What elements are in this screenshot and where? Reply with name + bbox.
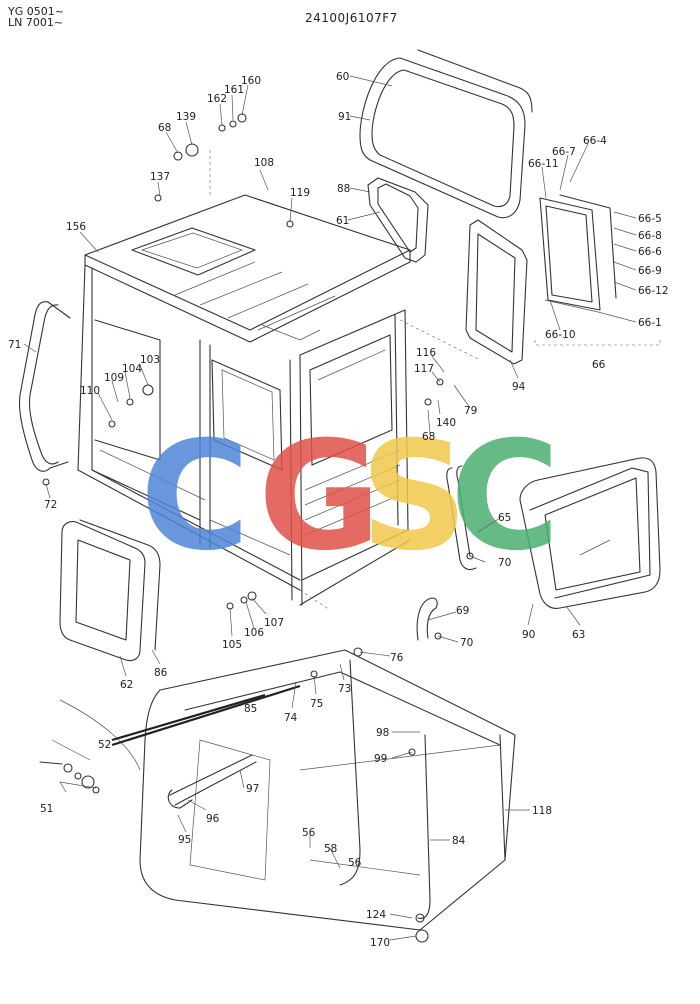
callout-88: 88 (337, 183, 350, 195)
callout-99: 99 (374, 753, 387, 765)
callout-66-8: 66-8 (638, 230, 662, 242)
callout-66: 66 (592, 359, 606, 371)
callout-66-5: 66-5 (638, 213, 662, 225)
callout-98: 98 (376, 727, 389, 739)
callout-68-mid: 68 (422, 431, 435, 443)
leader-85-a (111, 693, 266, 742)
callout-70-lower: 70 (460, 637, 473, 649)
small-side-glass (367, 177, 429, 263)
callout-104: 104 (122, 363, 142, 375)
callout-63: 63 (572, 629, 585, 641)
watermark-letter-g: G (258, 410, 381, 584)
callout-51: 51 (40, 803, 53, 815)
hardware-bolts (42, 113, 474, 943)
leader-85-b (111, 684, 301, 747)
callout-66-6: 66-6 (638, 246, 662, 258)
watermark-letter-c: C (140, 410, 250, 584)
callout-66-1: 66-1 (638, 317, 662, 329)
callout-68-top: 68 (158, 122, 171, 134)
callout-110: 110 (80, 385, 100, 397)
callout-56-upper: 56 (302, 827, 316, 839)
callout-66-12: 66-12 (638, 285, 669, 297)
callout-97: 97 (246, 783, 259, 795)
callout-118: 118 (532, 805, 552, 817)
callout-170: 170 (370, 937, 390, 949)
cab-frame (77, 150, 481, 611)
watermark-letter-s: S (360, 410, 468, 584)
callout-156: 156 (66, 221, 86, 233)
callout-66-11: 66-11 (528, 158, 559, 170)
callout-labels: 60 91 88 61 94 66-4 66-7 66-11 66-5 66-8… (8, 71, 669, 949)
left-handrail (19, 301, 71, 472)
callout-66-4: 66-4 (583, 135, 607, 147)
right-handrail (446, 465, 477, 571)
serial-range-ln: LN 7001~ (8, 16, 64, 29)
callout-69: 69 (456, 605, 469, 617)
lock-parts-detail (39, 699, 141, 794)
watermark-letter-c-2: C (450, 410, 560, 584)
callout-73: 73 (338, 683, 351, 695)
callout-66-10: 66-10 (545, 329, 576, 341)
front-upper-glass (359, 49, 533, 219)
callout-65: 65 (498, 512, 511, 524)
serial-range-yg: YG 0501~ (8, 5, 64, 18)
callout-70-upper: 70 (498, 557, 511, 569)
callout-86: 86 (154, 667, 168, 679)
callout-161: 161 (224, 84, 244, 96)
callout-71: 71 (8, 339, 21, 351)
callout-76: 76 (390, 652, 404, 664)
callout-72: 72 (44, 499, 57, 511)
callout-108: 108 (254, 157, 274, 169)
callout-107: 107 (264, 617, 284, 629)
callout-103: 103 (140, 354, 160, 366)
callout-94: 94 (512, 381, 526, 393)
callout-56-lower: 56 (348, 857, 362, 869)
cgsc-watermark: C G S C (140, 410, 560, 584)
callout-90: 90 (522, 629, 535, 641)
callout-91: 91 (338, 111, 351, 123)
callout-139: 139 (176, 111, 196, 123)
callout-84: 84 (452, 835, 466, 847)
callout-58: 58 (324, 843, 337, 855)
callout-124: 124 (366, 909, 386, 921)
callout-60: 60 (336, 71, 349, 83)
callout-62: 62 (120, 679, 133, 691)
callout-140: 140 (436, 417, 456, 429)
callout-162: 162 (207, 93, 227, 105)
callout-66-7: 66-7 (552, 146, 576, 158)
callout-85: 85 (244, 703, 257, 715)
door-latch-assembly (167, 754, 257, 809)
right-door-glass (519, 457, 661, 609)
callout-105: 105 (222, 639, 242, 651)
callout-61: 61 (336, 215, 349, 227)
drawing-number: 24100J6107F7 (305, 11, 398, 25)
callout-117: 117 (414, 363, 434, 375)
left-rear-glass (59, 519, 161, 662)
callout-96: 96 (206, 813, 220, 825)
callout-52: 52 (98, 739, 111, 751)
cab-door (139, 649, 516, 931)
callout-79: 79 (464, 405, 477, 417)
callout-109: 109 (104, 372, 124, 384)
rear-right-glass (465, 219, 528, 365)
sliding-window-assembly (534, 194, 661, 346)
callout-119: 119 (290, 187, 310, 199)
callout-106: 106 (244, 627, 264, 639)
callout-74: 74 (284, 712, 298, 724)
callout-160: 160 (241, 75, 261, 87)
callout-66-9: 66-9 (638, 265, 662, 277)
callout-95: 95 (178, 834, 191, 846)
callout-137: 137 (150, 171, 170, 183)
lower-handle (416, 597, 438, 641)
callout-75: 75 (310, 698, 323, 710)
callout-116: 116 (416, 347, 436, 359)
